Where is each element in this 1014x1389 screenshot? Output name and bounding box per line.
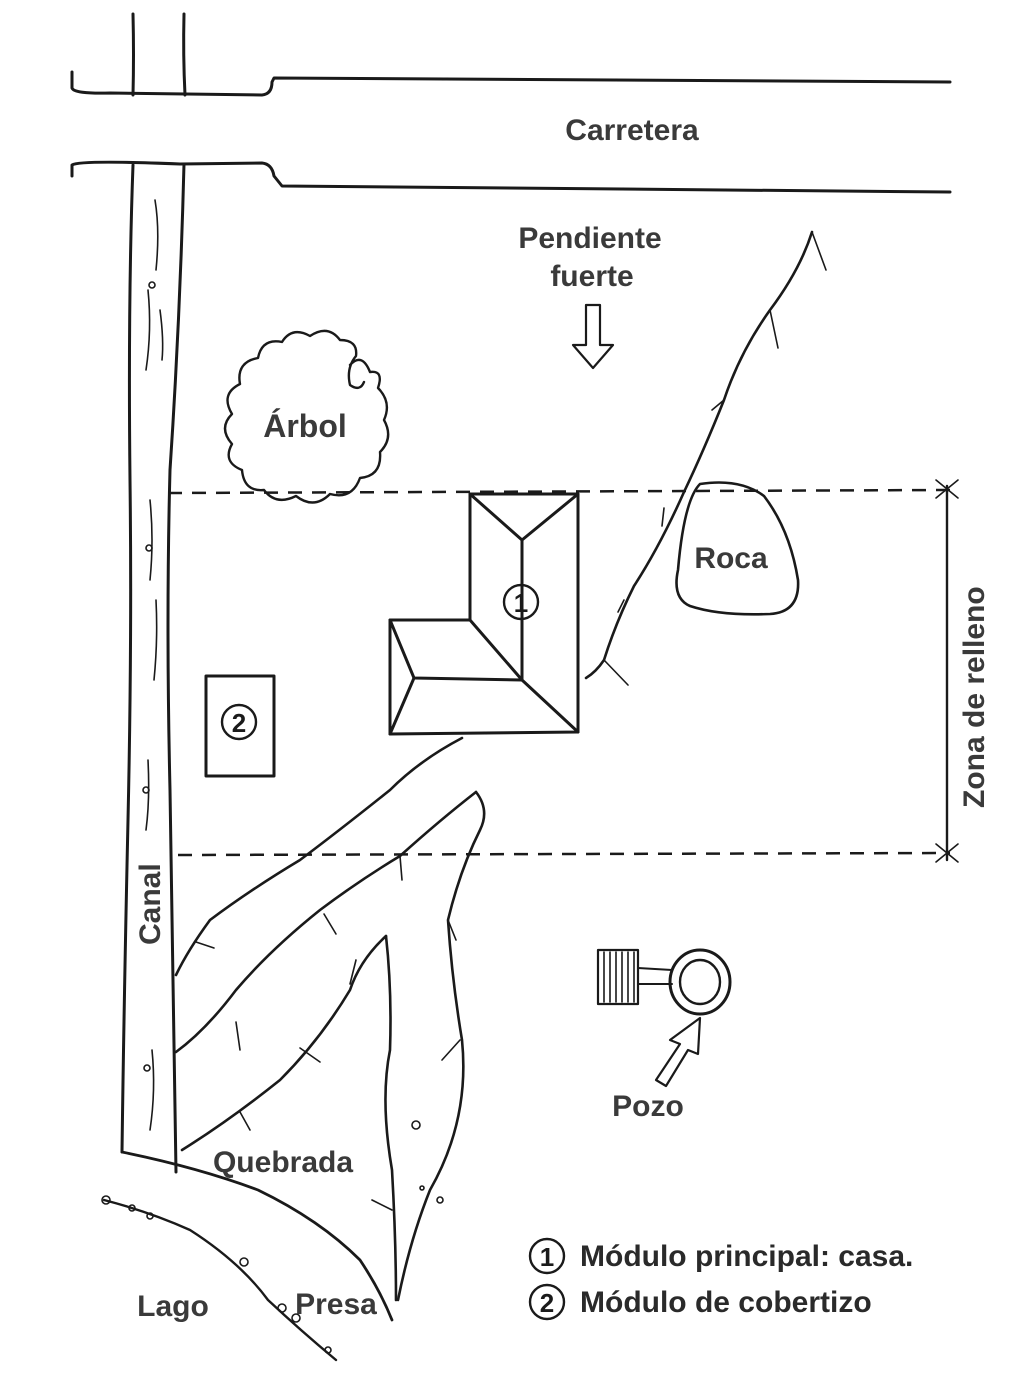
well: Pozo xyxy=(596,948,732,1123)
legend-text-2: Módulo de cobertizo xyxy=(580,1286,872,1319)
fill-zone-label: Zona de relleno xyxy=(958,586,991,808)
shed: 2 xyxy=(204,674,276,778)
slope-edge xyxy=(584,230,827,686)
ravine: Quebrada xyxy=(174,736,486,1302)
shed-marker: 2 xyxy=(232,708,246,738)
legend-number-2: 2 xyxy=(540,1288,554,1318)
rock: Roca xyxy=(675,481,800,616)
well-arrow-icon xyxy=(654,1016,702,1088)
tree: Árbol xyxy=(223,329,390,504)
road-label: Carretera xyxy=(565,114,699,147)
well-label: Pozo xyxy=(612,1090,684,1123)
slope-label-line1: Pendiente xyxy=(518,222,661,255)
canal-label: Canal xyxy=(134,863,167,945)
slope-arrow-icon xyxy=(571,303,615,370)
slope-label-line2: fuerte xyxy=(550,260,633,293)
legend-number-1: 1 xyxy=(540,1242,554,1272)
slope-annotation: Pendiente fuerte xyxy=(518,222,662,370)
pump-icon xyxy=(596,948,673,1006)
dam-label: Presa xyxy=(295,1288,377,1321)
lake-shore: Lago Presa xyxy=(101,1150,394,1362)
rock-label: Roca xyxy=(694,542,768,575)
tree-label: Árbol xyxy=(263,408,347,444)
lake-label: Lago xyxy=(137,1290,209,1323)
road: Carretera xyxy=(70,12,952,194)
legend-item-1: 1 Módulo principal: casa. xyxy=(528,1237,913,1275)
legend: 1 Módulo principal: casa. 2 Módulo de co… xyxy=(528,1237,913,1321)
canal: Canal xyxy=(120,162,186,1174)
legend-text-1: Módulo principal: casa. xyxy=(580,1240,913,1273)
house: 1 xyxy=(388,492,580,736)
ravine-label: Quebrada xyxy=(213,1146,353,1179)
house-marker: 1 xyxy=(514,588,528,618)
well-icon xyxy=(668,948,732,1016)
legend-item-2: 2 Módulo de cobertizo xyxy=(528,1283,872,1321)
